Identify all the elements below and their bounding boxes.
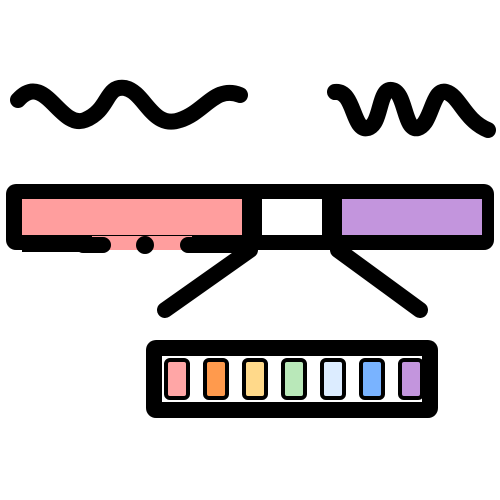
- spectrum-swatch-red: [164, 358, 190, 400]
- bar-gap-line: [75, 237, 111, 253]
- bar-gap-dot: [136, 236, 154, 254]
- spectrum-swatch-orange: [203, 358, 229, 400]
- right-leg: [330, 242, 428, 318]
- bar-segment-center: [262, 199, 322, 235]
- bar-gap-mask: [22, 236, 92, 252]
- bar-segment-right: [342, 199, 482, 235]
- spectrum-swatch-blue: [359, 358, 385, 400]
- spectrum-swatch-yellow: [242, 358, 268, 400]
- spectrum-swatches: [164, 358, 424, 400]
- left-leg: [157, 242, 258, 318]
- spectrum-swatch-violet: [398, 358, 424, 400]
- bar-segment-left: [22, 199, 242, 235]
- spectrum-swatch-light-blue: [320, 358, 346, 400]
- wave-high-frequency-icon: [327, 82, 496, 138]
- bar-gap-line: [180, 237, 250, 253]
- spectrum-swatch-green: [281, 358, 307, 400]
- wave-low-frequency-icon: [10, 79, 248, 130]
